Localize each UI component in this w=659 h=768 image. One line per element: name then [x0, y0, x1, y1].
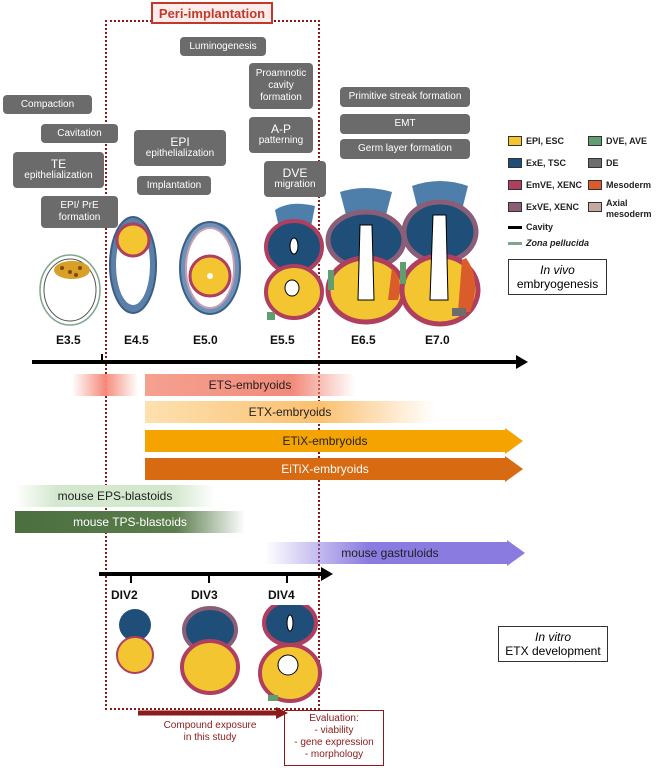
ets-embryoids-band-main: ETS-embryoids [145, 374, 355, 396]
epi-pre-box: EPI/ PrE formation [41, 196, 118, 228]
compound-exposure-arrow [138, 707, 288, 719]
tps-blastoids-band: mouse TPS-blastoids [15, 511, 245, 533]
embryo-illustrations [39, 181, 481, 327]
ap-label: A-P [270, 122, 291, 136]
germ-layer-box: Germ layer formation [340, 139, 470, 159]
dve-migration-box: DVE migration [264, 161, 326, 197]
ap-sub-label: patterning [258, 135, 304, 146]
implantation-box: Implantation [137, 176, 211, 195]
timeline-e4-5: E4.5 [124, 333, 149, 347]
dve-label: DVE [282, 166, 308, 180]
timeline-e5-5: E5.5 [270, 333, 295, 347]
timeline-div2: DIV2 [111, 588, 138, 602]
legend-item: Axial mesoderm [588, 198, 656, 220]
evaluation-item: - morphology [304, 749, 364, 760]
epi-sub-label: epithelialization [145, 148, 215, 159]
etix-embryoids-label: ETiX-embryoids [282, 434, 368, 448]
ap-patterning-box: A-P patterning [249, 117, 313, 153]
primitive-streak-box: Primitive streak formation [340, 87, 470, 107]
epi-epithelialization-box: EPI epithelialization [134, 130, 226, 166]
etx-embryoids-band: ETX-embryoids [145, 401, 435, 423]
luminogenesis-box: Luminogenesis [180, 37, 266, 56]
legend-item: DVE, AVE [588, 136, 647, 146]
legend-item: ExVE, XENC [508, 202, 579, 212]
embryo-e7-0 [399, 181, 481, 327]
in-vivo-label: In vivo embryogenesis [508, 259, 607, 295]
legend-item: DE [588, 158, 619, 168]
etx-div4 [258, 605, 322, 703]
ets-embryoids-band [72, 374, 138, 396]
timeline-e6-5: E6.5 [351, 333, 376, 347]
proamnotic-box: Proamnotic cavity formation [249, 63, 313, 109]
legend-zona: Zona pellucida [508, 238, 589, 248]
legend-cavity: Cavity [508, 222, 553, 232]
legend-item: Mesoderm [588, 180, 651, 190]
eitix-embryoids-band [145, 456, 523, 482]
timeline-div4: DIV4 [268, 588, 295, 602]
etx-illustrations [116, 605, 322, 703]
legend-item: EmVE, XENC [508, 180, 582, 190]
in-vitro-label: In vitro ETX development [498, 626, 608, 662]
timeline-e3-5: E3.5 [56, 333, 81, 347]
etx-div2 [116, 609, 154, 674]
timeline-e5-0: E5.0 [193, 333, 218, 347]
eitix-embryoids-label: EiTiX-embryoids [281, 462, 369, 476]
legend: EPI, ESC DVE, AVE ExE, TSC DE EmVE, XENC… [508, 136, 658, 306]
evaluation-item: - viability [314, 725, 354, 736]
evaluation-box: Evaluation: - viability - gene expressio… [284, 710, 384, 766]
embryo-e5-0 [179, 221, 241, 315]
etx-div3 [180, 606, 240, 695]
te-sub-label: epithelialization [24, 170, 93, 181]
eps-blastoids-band: mouse EPS-blastoids [15, 485, 215, 507]
gastruloids-label: mouse gastruloids [341, 546, 439, 560]
etix-embryoids-band [145, 428, 523, 454]
embryo-e3-5 [39, 254, 101, 326]
cavitation-box: Cavitation [41, 124, 118, 143]
compound-exposure-label: Compound exposure in this study [163, 720, 257, 743]
timeline-div3: DIV3 [191, 588, 218, 602]
legend-item: EPI, ESC [508, 136, 564, 146]
evaluation-item: - gene expression [294, 737, 374, 748]
timeline-e7-0: E7.0 [425, 333, 450, 347]
epi-label: EPI [170, 135, 190, 149]
in-vitro-timeline-arrow [99, 567, 333, 583]
embryo-e5-5 [264, 203, 324, 320]
te-label: TE [50, 157, 67, 171]
te-box: TE epithelialization [13, 152, 104, 188]
embryo-e4-5 [109, 216, 157, 314]
legend-item: ExE, TSC [508, 158, 566, 168]
in-vivo-timeline-arrow [32, 354, 528, 369]
gastruloids-band [265, 540, 525, 566]
page-title: Peri-implantation [151, 2, 273, 24]
emt-box: EMT [340, 114, 470, 134]
embryo-e6-5 [325, 188, 407, 325]
dve-sub-label: migration [274, 179, 316, 190]
compaction-box: Compaction [3, 95, 92, 114]
